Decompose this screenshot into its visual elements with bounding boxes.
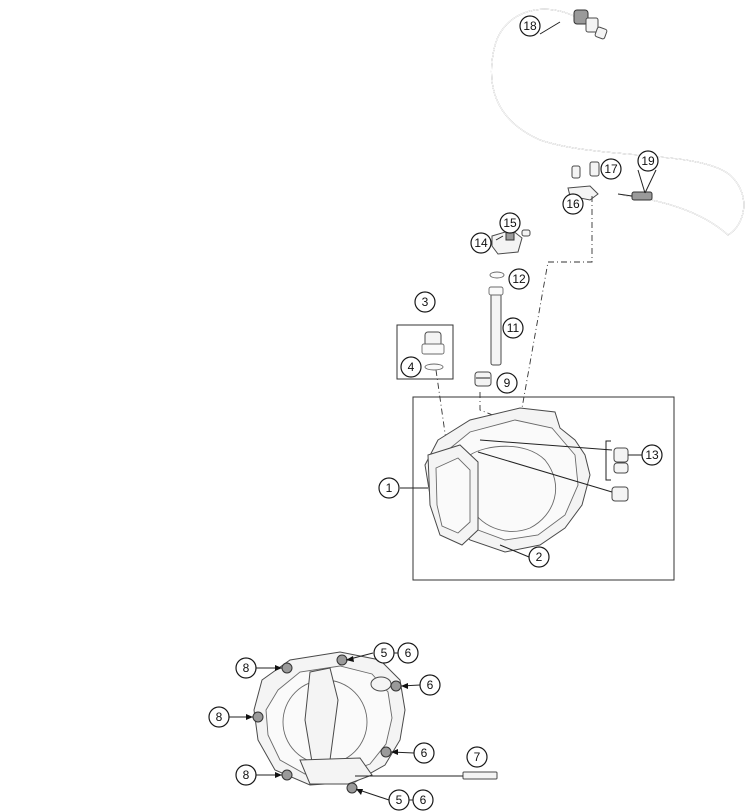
svg-text:19: 19 bbox=[641, 154, 655, 168]
svg-text:11: 11 bbox=[507, 321, 520, 335]
oil-filler-group-box bbox=[396, 324, 454, 380]
callout-6-bottom: 6 bbox=[412, 789, 434, 811]
svg-text:17: 17 bbox=[604, 162, 618, 176]
callout-3: 3 bbox=[414, 291, 436, 313]
callout-6-right: 6 bbox=[419, 674, 441, 696]
callout-4: 4 bbox=[400, 356, 422, 378]
callout-6-lower: 6 bbox=[413, 742, 435, 764]
svg-text:2: 2 bbox=[536, 550, 543, 564]
svg-text:18: 18 bbox=[523, 19, 537, 33]
svg-text:7: 7 bbox=[474, 750, 481, 764]
svg-text:8: 8 bbox=[216, 710, 223, 724]
svg-text:6: 6 bbox=[427, 678, 434, 692]
svg-text:6: 6 bbox=[420, 793, 427, 807]
callout-19: 19 bbox=[637, 150, 659, 172]
callout-5-top: 5 bbox=[373, 642, 395, 664]
callout-1: 1 bbox=[378, 477, 400, 499]
svg-text:16: 16 bbox=[566, 197, 580, 211]
leader-arrowheads bbox=[246, 656, 408, 795]
callout-16: 16 bbox=[562, 193, 584, 215]
callout-2: 2 bbox=[528, 546, 550, 568]
svg-text:14: 14 bbox=[474, 236, 488, 250]
circlip bbox=[489, 271, 505, 279]
callout-18: 18 bbox=[519, 15, 541, 37]
svg-text:8: 8 bbox=[243, 768, 250, 782]
svg-text:12: 12 bbox=[512, 272, 526, 286]
callout-leaders bbox=[229, 21, 657, 801]
svg-text:9: 9 bbox=[504, 376, 511, 390]
callout-15: 15 bbox=[499, 212, 521, 234]
callout-11: 11 bbox=[502, 317, 524, 339]
svg-text:15: 15 bbox=[503, 216, 517, 230]
cable-holder-bolts bbox=[567, 161, 600, 201]
callout-6-top: 6 bbox=[397, 642, 419, 664]
bearing-bushings bbox=[605, 440, 629, 502]
info-label-sticker bbox=[462, 771, 498, 780]
callout-14: 14 bbox=[470, 232, 492, 254]
clutch-lever bbox=[491, 229, 531, 255]
clutch-shaft bbox=[488, 286, 504, 366]
callout-12: 12 bbox=[508, 268, 530, 290]
svg-text:8: 8 bbox=[243, 661, 250, 675]
oil-filler-plug bbox=[421, 331, 445, 371]
svg-text:6: 6 bbox=[405, 646, 412, 660]
callout-8-bottom: 8 bbox=[235, 764, 257, 786]
svg-text:13: 13 bbox=[645, 448, 659, 462]
clutch-cable bbox=[490, 8, 745, 236]
svg-text:4: 4 bbox=[408, 360, 415, 374]
svg-text:5: 5 bbox=[396, 793, 403, 807]
shaft-seal bbox=[474, 371, 492, 387]
svg-text:6: 6 bbox=[421, 746, 428, 760]
svg-text:3: 3 bbox=[422, 295, 429, 309]
callout-5-bottom: 5 bbox=[388, 789, 410, 811]
callout-8-top: 8 bbox=[235, 657, 257, 679]
inner-clutch-cover bbox=[424, 407, 613, 553]
callout-8-middle: 8 bbox=[208, 706, 230, 728]
callout-7: 7 bbox=[466, 746, 488, 768]
callout-9: 9 bbox=[496, 372, 518, 394]
outer-clutch-cover bbox=[252, 651, 406, 794]
callout-13: 13 bbox=[641, 444, 663, 466]
svg-text:1: 1 bbox=[386, 481, 393, 495]
svg-text:5: 5 bbox=[381, 646, 388, 660]
callout-17: 17 bbox=[600, 158, 622, 180]
